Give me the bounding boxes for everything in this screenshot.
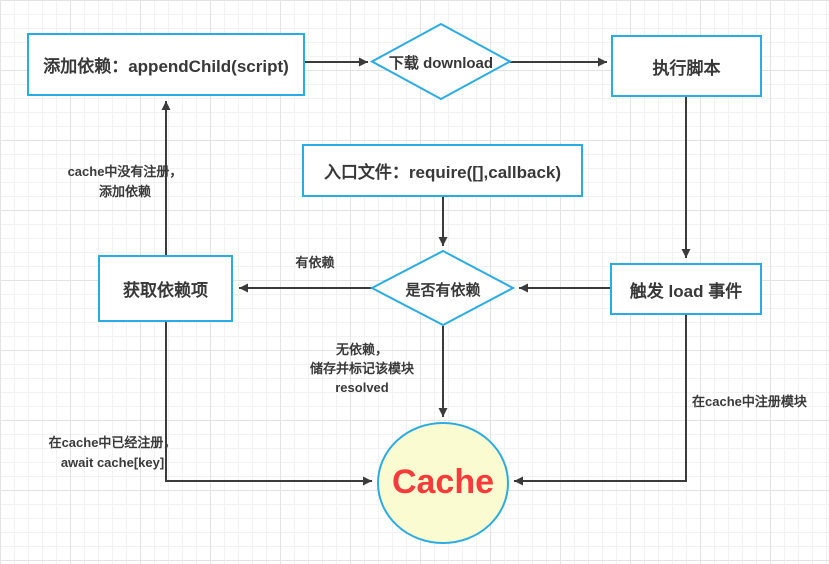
edge-label-already-registered: 在cache中已经注册， await cache[key] [48, 435, 177, 470]
node-download-diamond [369, 22, 513, 101]
node-append-child-label: 添加依赖：appendChild(script) [43, 57, 289, 76]
node-get-deps: 获取依赖项 [98, 255, 233, 322]
edge-load-event-to-cache [514, 315, 687, 486]
node-load-event: 触发 load 事件 [610, 263, 762, 315]
node-get-deps-label: 获取依赖项 [123, 281, 208, 300]
node-execute-script: 执行脚本 [611, 35, 762, 97]
node-load-event-label: 触发 load 事件 [629, 281, 743, 301]
edge-label-not-registered: cache中没有注册， 添加依赖 [67, 164, 183, 199]
node-execute-script-label: 执行脚本 [652, 58, 721, 78]
node-cache-circle [377, 422, 509, 544]
node-has-deps-diamond [369, 249, 516, 327]
edge-get-deps-to-cache [165, 322, 372, 486]
edge-label-register-in-cache: 在cache中注册模块 [692, 394, 807, 409]
edge-label-has-dep: 有依赖 [295, 255, 335, 270]
node-download-label: 下载 download [388, 55, 494, 72]
node-has-deps-label: 是否有依赖 [405, 282, 481, 299]
node-append-child: 添加依赖：appendChild(script) [27, 33, 305, 96]
node-entry-file-label: 入口文件：require([],callback) [323, 163, 562, 182]
node-entry-file: 入口文件：require([],callback) [302, 144, 583, 197]
edge-label-no-dep: 无依赖， 储存并标记该模块 resolved [309, 342, 414, 395]
node-cache-label: Cache [391, 463, 495, 501]
